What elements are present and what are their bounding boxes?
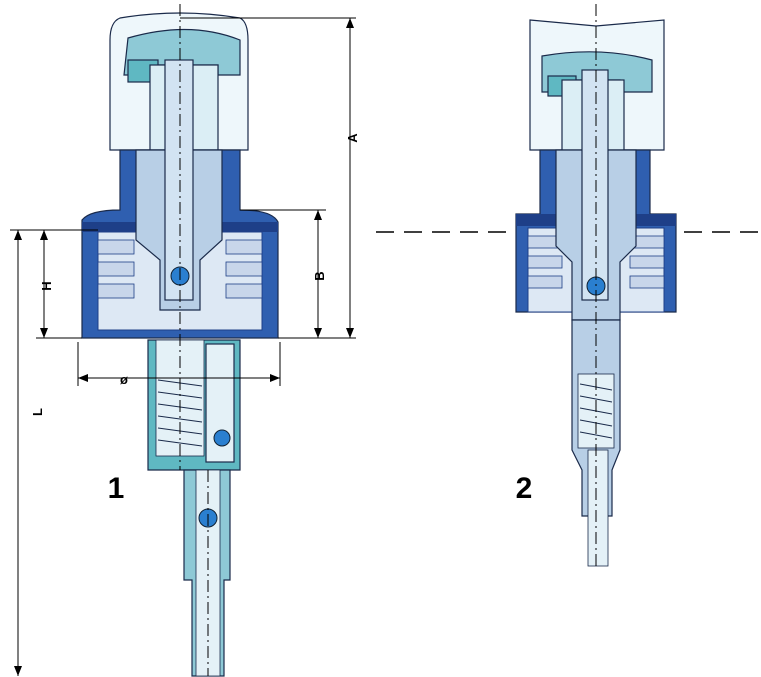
dimension-b-label: B (312, 271, 327, 280)
dimension-diameter: ø (77, 342, 281, 387)
dip-tube-2 (587, 449, 609, 567)
stem-2 (581, 69, 609, 301)
dimension-b: B (240, 209, 327, 338)
dimension-h-label: H (39, 281, 54, 290)
closure-threads (97, 239, 263, 299)
dimension-l-label: L (30, 408, 45, 416)
figure-2-pump: 2 (515, 4, 677, 567)
figure-1-label: 1 (108, 472, 125, 505)
side-ball-valve (213, 429, 231, 447)
dimension-a: A (180, 17, 360, 339)
dimension-h: H (10, 229, 98, 339)
dimension-l: L (14, 230, 45, 676)
dimension-diameter-label: ø (120, 372, 128, 387)
closure-threads-2 (527, 235, 665, 289)
figure-2-label: 2 (516, 472, 533, 505)
stem (164, 59, 194, 301)
dimension-a-label: A (345, 133, 360, 143)
figure-1-pump: A B H L ø 1 (10, 4, 360, 677)
